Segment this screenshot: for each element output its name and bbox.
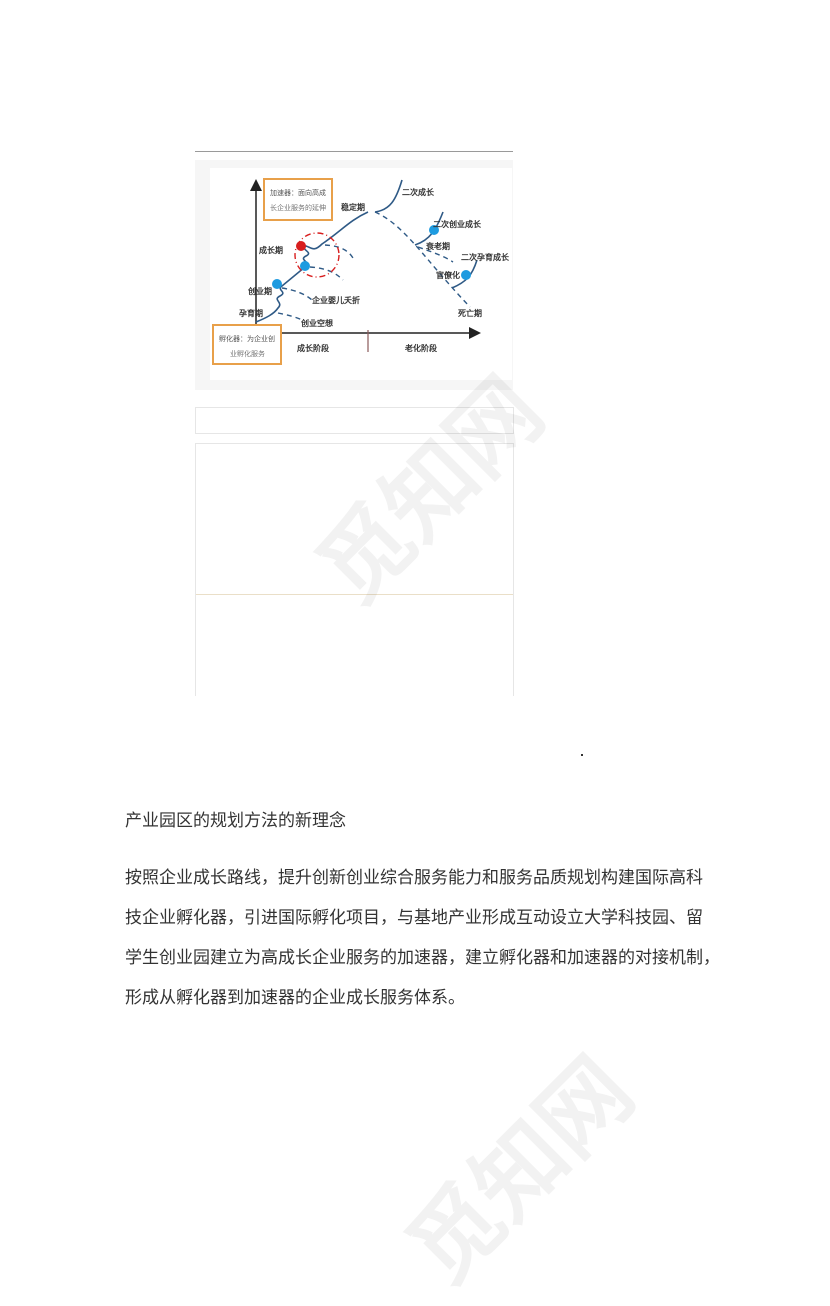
decline-curve [374,211,471,308]
startup-dot [272,279,282,289]
label-growth-stage: 成长阶段 [297,343,329,353]
label-second-gestation-growth: 二次孕育成长 [461,252,510,262]
label-gestation: 孕育期 [239,308,263,318]
label-aging: 衰老期 [425,241,450,251]
label-second-growth: 二次成长 [402,187,435,197]
growth-dot [300,261,310,271]
infant-death-branch [281,287,313,301]
empty-panel [195,407,514,434]
paragraph-line: 按照企业成长路线，提升创新创业综合服务能力和服务品质规划构建国际高科 [125,868,703,888]
label-stable: 稳定期 [341,202,365,212]
stray-dot [581,754,583,756]
accelerator-line2: 长企业服务的延伸 [270,203,326,212]
accelerator-box [263,178,333,221]
label-second-startup-growth: 二次创业成长 [433,219,482,229]
growth-branch-upper [324,244,354,259]
second-gestation-dot [461,270,471,280]
label-bureaucratization: 官僚化 [436,270,460,280]
body-paragraph: 按照企业成长路线，提升创新创业综合服务能力和服务品质规划构建国际高科 技企业孵化… [125,866,720,1026]
watermark: 觅知网 [388,1038,654,1304]
startup-fantasy-branch [277,312,303,321]
second-startup-dot [429,225,439,235]
paragraph-line: 学生创业园建立为高成长企业服务的加速器，建立孵化器和加速器的对接机制， [125,948,720,968]
incubator-line1: 孵化器：为企业创 [219,334,275,343]
empty-panel-large [195,443,514,696]
red-dot [296,241,306,251]
enterprise-lifecycle-diagram: 加速器：面向高成 长企业服务的延伸 孵化器：为企业创 业孵化服务 孕育期 创业期… [212,178,510,365]
label-startup: 创业期 [247,286,272,296]
aging-branch [417,246,454,263]
second-growth-curve [374,179,403,213]
incubator-box [212,324,282,365]
accelerator-line1: 加速器：面向高成 [270,188,326,197]
paragraph-line: 技企业孵化器，引进国际孵化项目，与基地产业形成互动设立大学科技园、留 [125,908,703,928]
section-heading: 产业园区的规划方法的新理念 [125,811,346,831]
label-startup-fantasy: 创业空想 [300,318,333,328]
growth-highlight-circle [294,232,340,278]
label-infant-death: 企业婴儿夭折 [311,295,360,305]
growth-branch-lower [309,266,344,281]
label-growth: 成长期 [259,245,283,255]
top-divider [195,151,513,152]
paragraph-line: 形成从孵化器到加速器的企业成长服务体系。 [125,988,465,1008]
incubator-line2: 业孵化服务 [230,349,265,358]
label-death: 死亡期 [457,308,482,318]
panel-divider [196,594,513,595]
label-aging-stage: 老化阶段 [404,343,437,353]
